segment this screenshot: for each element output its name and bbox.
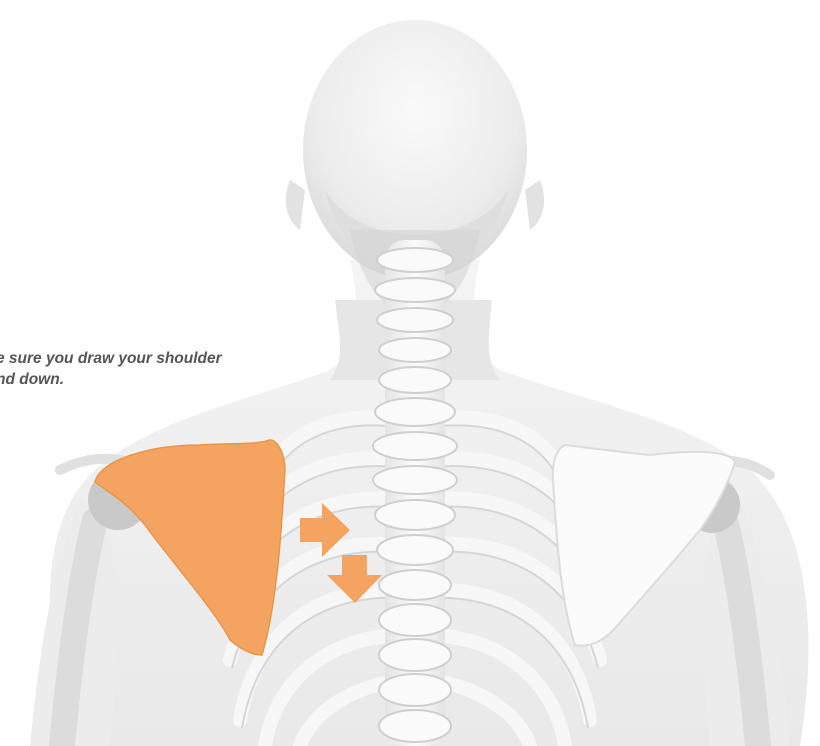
caption-line-1: e sure you draw your shoulder [0,348,222,369]
spine [373,240,457,746]
arm-left [30,500,120,746]
instruction-caption: e sure you draw your shoulder nd down. [0,348,222,390]
caption-line-2: nd down. [0,369,222,390]
